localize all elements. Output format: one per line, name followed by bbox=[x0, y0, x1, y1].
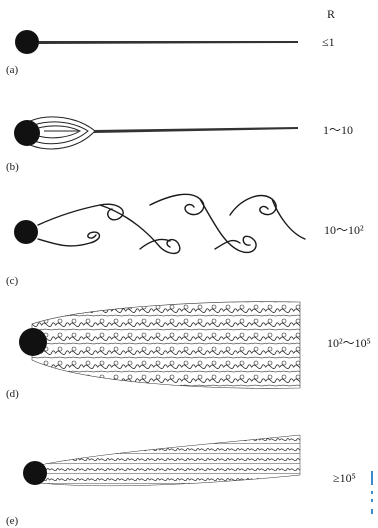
panel-label: (d) bbox=[6, 388, 19, 400]
edge-mark bbox=[371, 499, 373, 502]
panel-label: (e) bbox=[6, 515, 18, 527]
panel-label: (c) bbox=[6, 275, 18, 287]
twin-vortex-illustration bbox=[0, 95, 378, 185]
turbulent-wake-illustration bbox=[0, 290, 378, 415]
turbulent-wake bbox=[32, 302, 300, 389]
reynolds-range-label: ≤1 bbox=[322, 35, 335, 50]
panel-d: (d) 10²～10⁵ bbox=[0, 290, 378, 415]
cylinder bbox=[15, 30, 39, 54]
narrow-turbulent-wake-illustration bbox=[0, 425, 378, 528]
wake-line bbox=[94, 127, 298, 133]
cylinder bbox=[23, 461, 47, 485]
panel-b: (b) 1～10 bbox=[0, 95, 378, 185]
panel-a: (a) ≤1 bbox=[0, 0, 378, 80]
cylinder bbox=[14, 220, 38, 244]
panel-label: (b) bbox=[6, 161, 19, 173]
vortex-street bbox=[38, 194, 305, 253]
panel-e: (e) ≥10⁵ bbox=[0, 425, 378, 528]
reynolds-range-label: 10～10² bbox=[324, 221, 364, 238]
cylinder bbox=[19, 328, 47, 356]
reynolds-range-label: 10²～10⁵ bbox=[327, 334, 371, 351]
reynolds-range-label: 1～10 bbox=[323, 121, 353, 138]
turbulent-wake bbox=[40, 435, 300, 486]
reynolds-range-label: ≥10⁵ bbox=[333, 471, 356, 486]
karman-vortex-street-illustration bbox=[0, 185, 378, 295]
panel-c: (c) 10～10² bbox=[0, 185, 378, 295]
edge-mark bbox=[371, 509, 373, 514]
panel-label: (a) bbox=[6, 64, 18, 76]
wake-line bbox=[39, 41, 298, 44]
edge-mark bbox=[371, 491, 373, 494]
edge-mark bbox=[371, 471, 373, 485]
